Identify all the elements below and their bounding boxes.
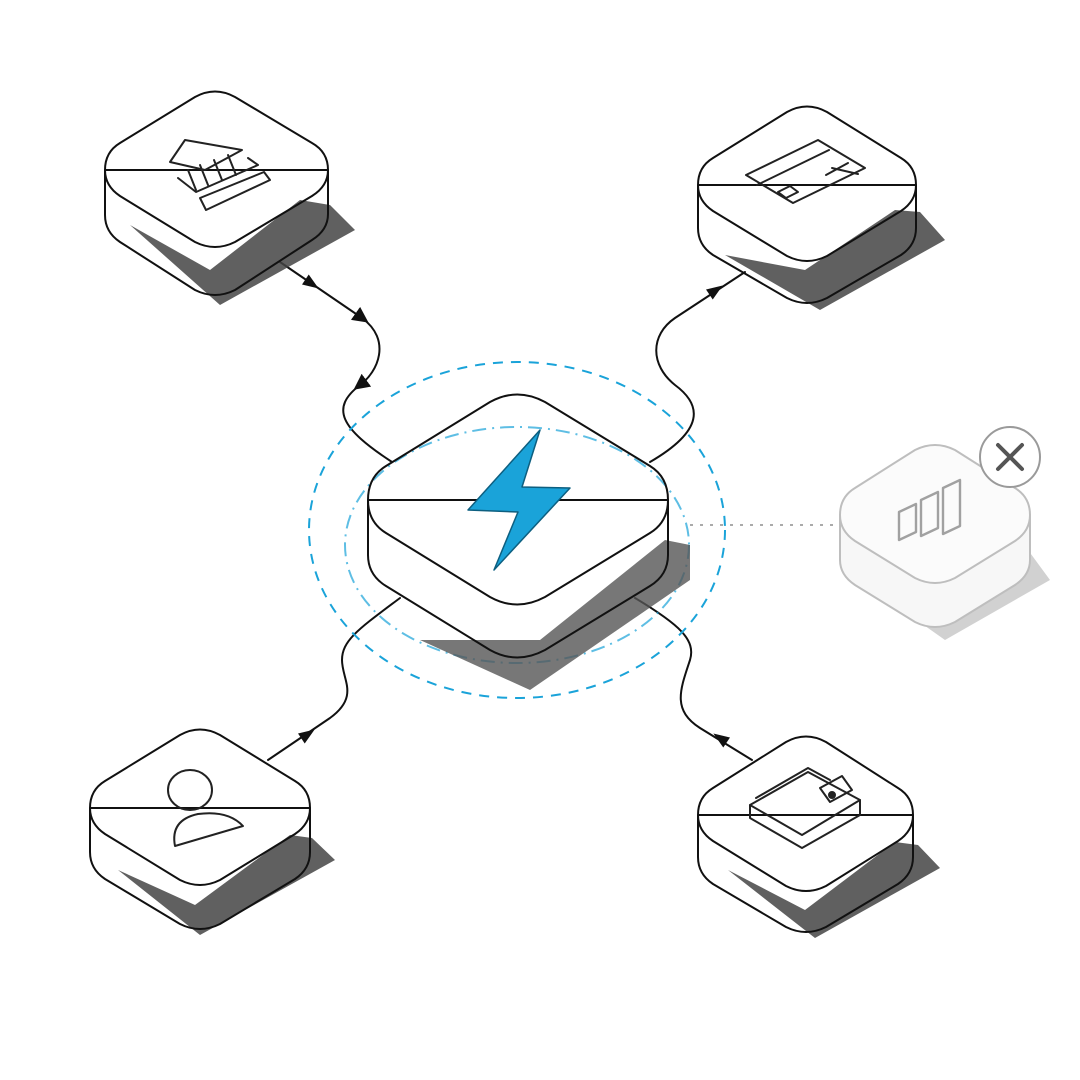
connector-user: [267, 597, 401, 761]
hub-node[interactable]: [367, 393, 690, 691]
node-top: [697, 735, 914, 892]
wallet-icon: [749, 767, 861, 849]
arrow-bank-inbound: [302, 274, 319, 289]
node-side: [697, 814, 914, 933]
arrow-wallet-inbound: [713, 733, 730, 748]
node-top: [104, 90, 329, 248]
node-shadow: [130, 200, 355, 305]
node-shadow: [420, 540, 690, 690]
connector-card: [649, 271, 746, 463]
bar-chart-icon: [897, 478, 962, 542]
node-bank[interactable]: [104, 90, 355, 306]
node-card[interactable]: [697, 105, 945, 311]
node-side: [697, 184, 917, 304]
arrow-user-inbound: [298, 729, 315, 744]
connectors: [267, 261, 838, 761]
node-top: [697, 105, 917, 262]
bank-icon: [169, 139, 271, 211]
node-side: [89, 807, 311, 930]
node-top: [367, 393, 669, 606]
node-analytics[interactable]: [838, 444, 1050, 640]
node-top: [838, 444, 1032, 584]
node-user[interactable]: [89, 728, 335, 936]
close-icon: [996, 443, 1024, 471]
user-icon: [167, 769, 244, 847]
node-shadow: [728, 842, 940, 938]
hub-pulse-ring-outer: [308, 361, 726, 699]
connector-bank: [279, 261, 393, 463]
connector-wallet: [634, 597, 753, 761]
arrow-card-outbound: [706, 285, 723, 300]
node-side: [104, 169, 329, 296]
credit-card-icon: [745, 139, 866, 204]
disconnect-badge[interactable]: [979, 426, 1041, 488]
node-shadow: [725, 210, 945, 310]
node-top: [89, 728, 311, 886]
lightning-bolt-icon: [467, 429, 571, 571]
node-wallet[interactable]: [697, 735, 940, 939]
node-side: [367, 499, 669, 659]
node-shadow: [118, 835, 335, 935]
